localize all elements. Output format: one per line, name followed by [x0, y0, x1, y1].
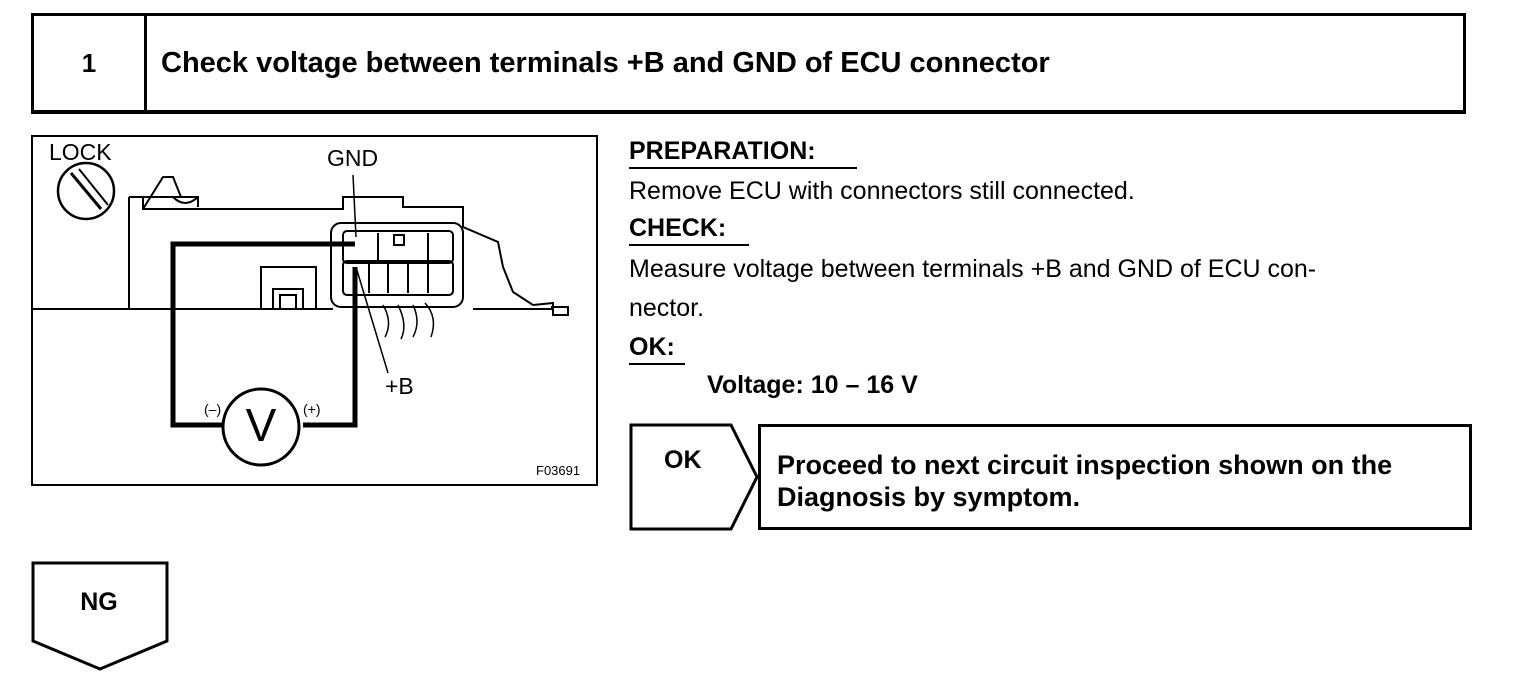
ok-action-text: Proceed to next circuit inspection shown…	[777, 449, 1392, 513]
step-number: 1	[34, 16, 147, 110]
ng-tab-label: NG	[80, 588, 118, 616]
check-text-line1: Measure voltage between terminals +B and…	[629, 255, 1317, 283]
wiring-figure: LOCK GND +B V (–) (+) F03691	[31, 135, 598, 486]
lock-label: LOCK	[49, 139, 112, 165]
plus-b-label: +B	[385, 373, 414, 399]
preparation-text: Remove ECU with connectors still connect…	[629, 177, 1135, 205]
figure-code: F03691	[536, 463, 581, 478]
check-text-line2: nector.	[629, 294, 705, 322]
ok-action-line1: Proceed to next circuit inspection shown…	[777, 450, 1393, 480]
check-heading: CHECK:	[629, 214, 727, 242]
check-underline	[629, 244, 749, 246]
ok-result-tab	[629, 423, 759, 531]
ok-action-box: Proceed to next circuit inspection shown…	[758, 424, 1472, 530]
meter-minus-label: (–)	[204, 401, 222, 417]
ok-underline	[629, 363, 685, 365]
ok-action-line2: Diagnosis by symptom.	[777, 482, 1081, 512]
ok-heading: OK:	[629, 333, 675, 361]
meter-plus-label: (+)	[303, 401, 321, 417]
voltage-spec: Voltage: 10 – 16 V	[707, 371, 918, 399]
voltmeter-symbol: V	[245, 399, 277, 451]
gnd-label: GND	[327, 145, 379, 171]
step-title: Check voltage between terminals +B and G…	[161, 47, 1050, 79]
ng-result-tab	[31, 561, 169, 671]
preparation-underline	[629, 167, 857, 169]
step-header: 1 Check voltage between terminals +B and…	[31, 13, 1466, 114]
preparation-heading: PREPARATION:	[629, 137, 816, 165]
ecu-connector-illustration	[33, 161, 569, 467]
ok-tab-label: OK	[664, 446, 702, 474]
